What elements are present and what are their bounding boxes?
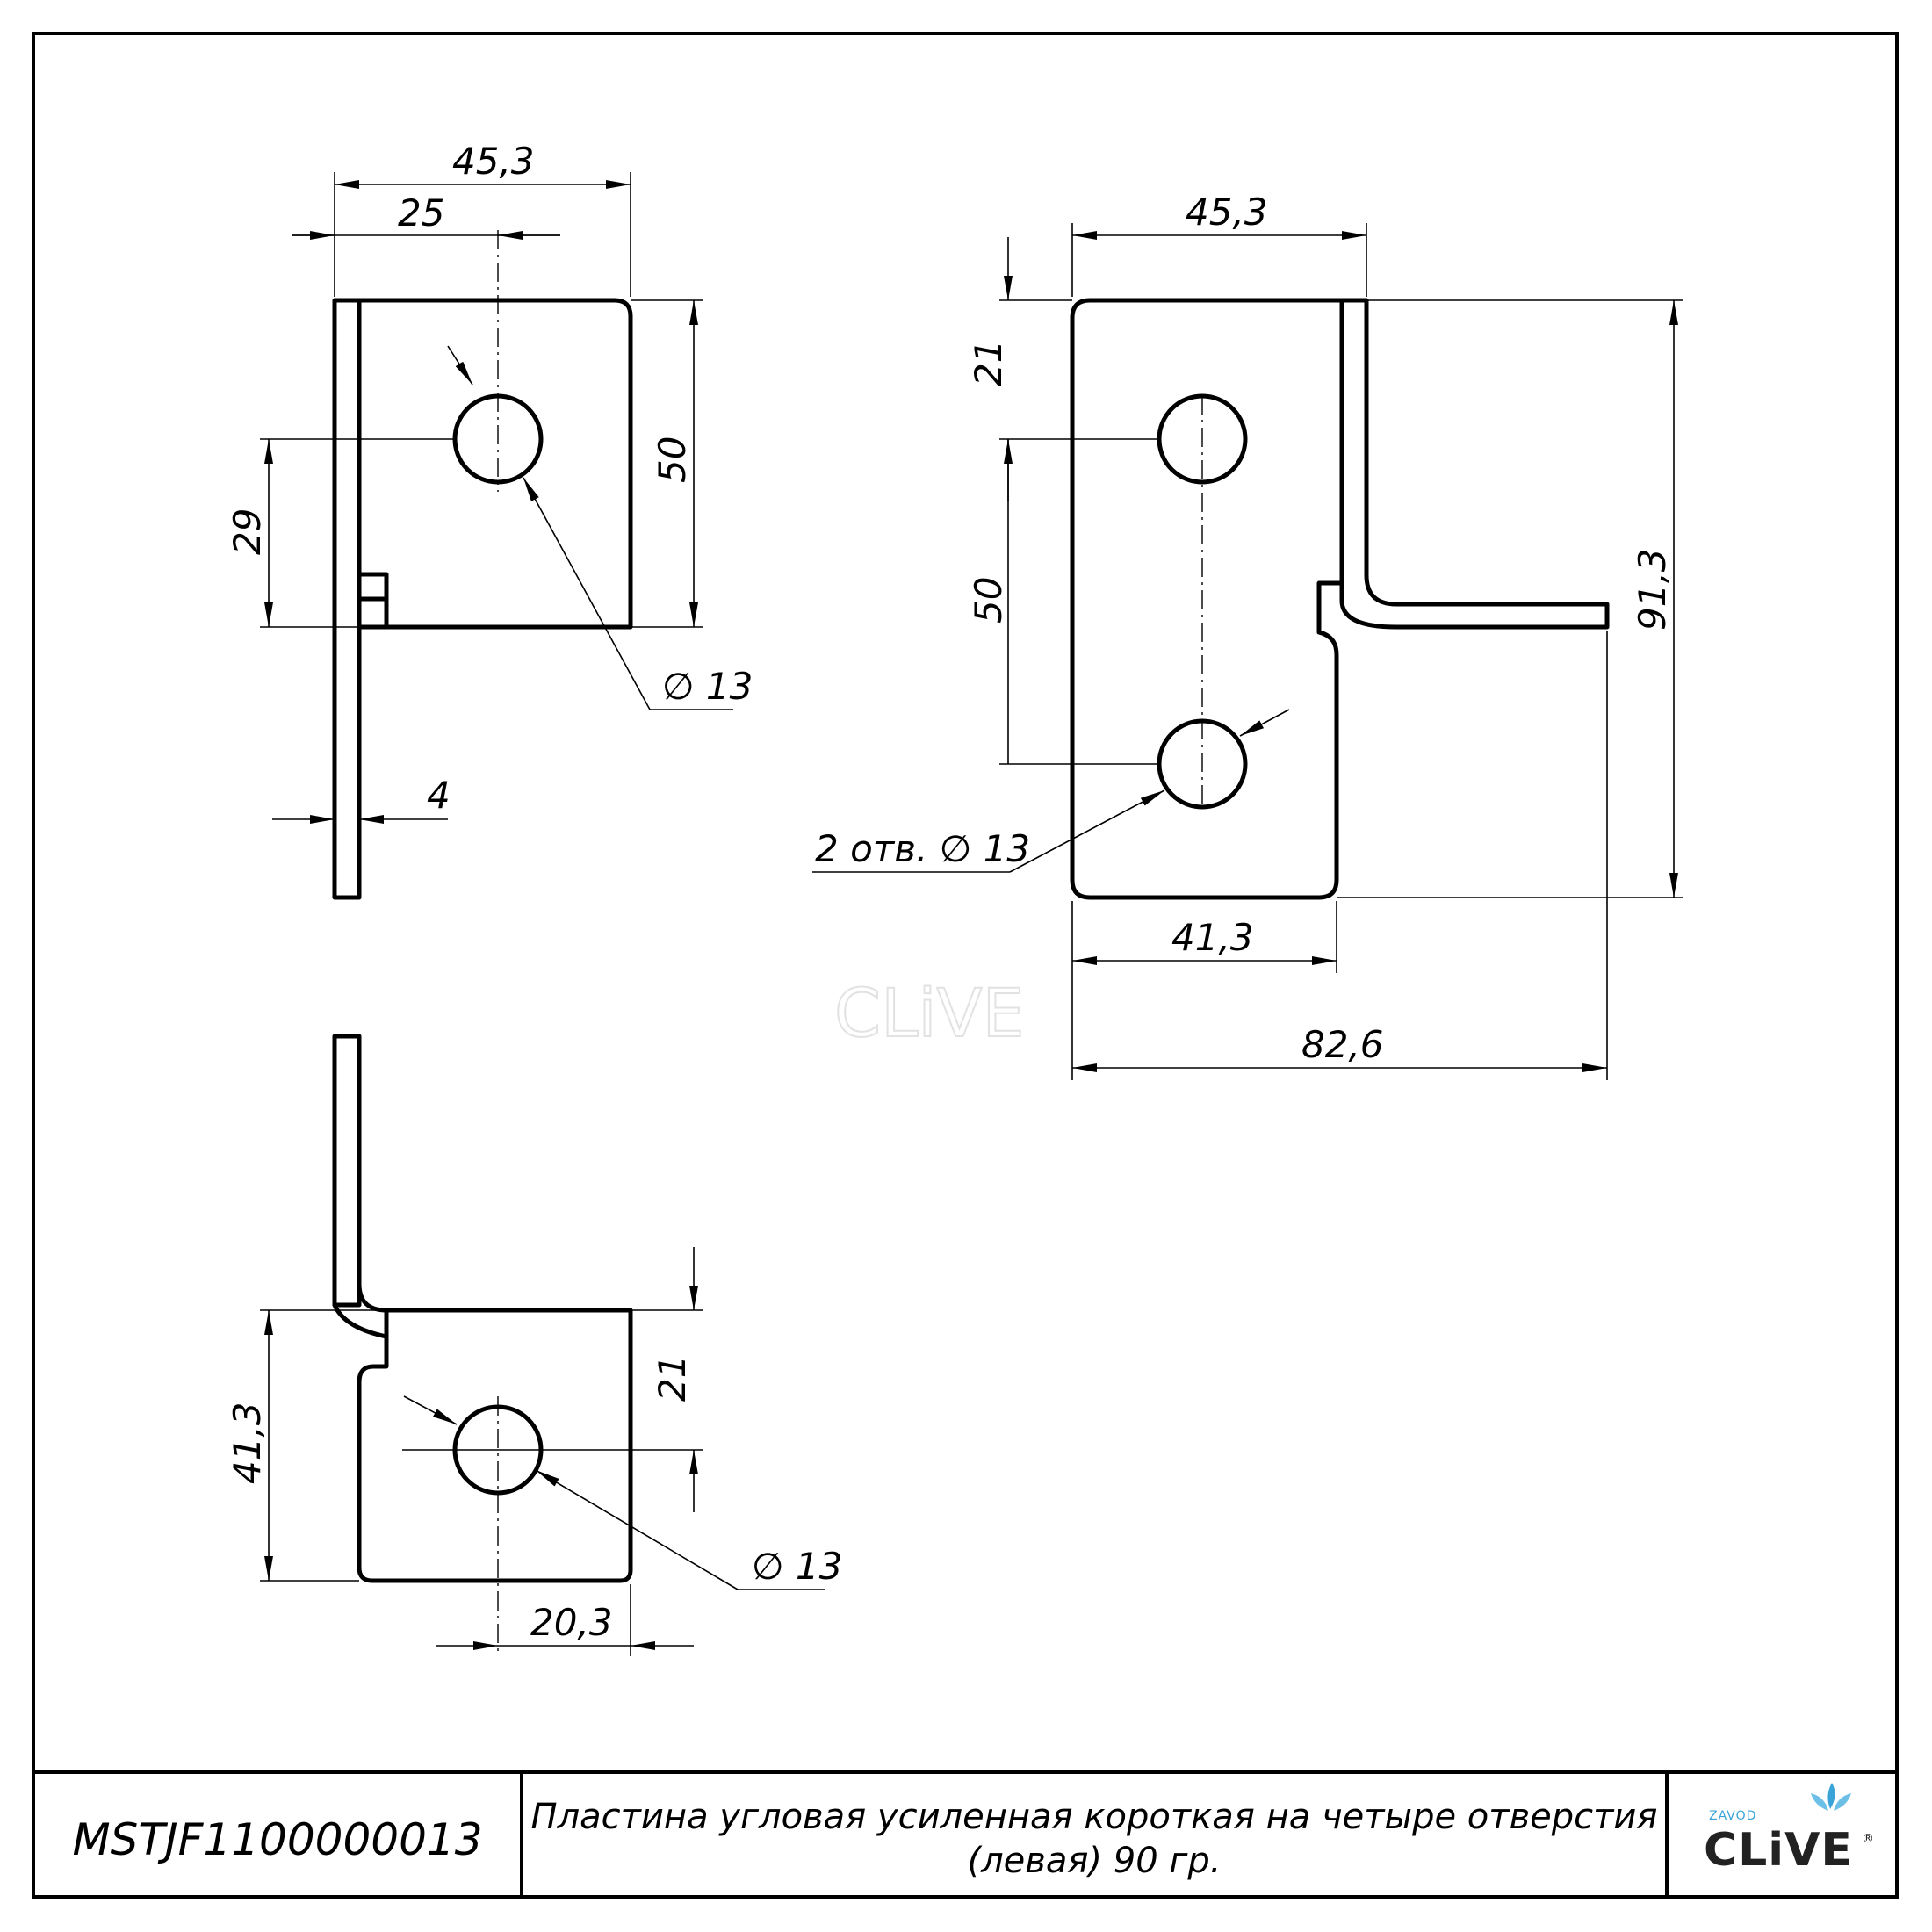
dim-height: 50 [651,436,694,483]
dim-hole-from-top: 21 [651,1355,694,1402]
view-top-left: 45,3 25 50 29 4 ∅ 13 [226,140,753,900]
dim-height: 41,3 [226,1402,269,1484]
watermark-text: CLiVE [834,974,1025,1052]
dim-width: 45,3 [1186,191,1268,234]
watermark-logo: CLiVE [833,973,1026,1053]
dim-hole-from-top: 21 [967,340,1010,386]
part-code: MSTJF1100000013 [72,1814,482,1865]
dim-hole-from-bottom: 29 [226,508,269,555]
logo-small-text: ZAVOD [1709,1809,1756,1823]
flange-outline [357,298,633,630]
dim-overall-width: 45,3 [452,140,535,183]
dim-total-height: 91,3 [1631,548,1674,631]
dim-hole-offset: 20,3 [530,1601,613,1644]
holes-diameter-callout: 2 отв. ∅ 13 [815,827,1030,870]
view-bottom-left: 41,3 21 20,3 ∅ 13 [226,1034,842,1656]
registered-mark: ® [1862,1832,1874,1846]
part-description-line2: (левая) 90 гр. [968,1841,1222,1881]
dim-flange-width: 41,3 [1171,916,1254,959]
leg-outline [332,1034,633,1583]
logo-main-text: CLiVE [1704,1824,1853,1877]
plate-edge-vertical [332,1288,362,1308]
dim-hole-spacing: 50 [967,577,1010,624]
dim-total-width: 82,6 [1301,1023,1384,1066]
part-description-line1: Пластина угловая усиленная короткая на ч… [530,1797,1657,1837]
dim-thickness: 4 [427,774,451,817]
hole-diameter-callout: ∅ 13 [752,1545,842,1588]
company-logo: ZAVOD CLiVE ® [1704,1783,1874,1877]
plate-outline [1070,298,1610,900]
dim-hole-offset: 25 [398,191,444,234]
bend-notch [357,572,389,630]
view-top-right: 45,3 21 50 91,3 41,3 82,6 2 отв. ∅ 13 [812,191,1683,1080]
drawing-frame [32,32,1899,1899]
hole-diameter-callout: ∅ 13 [662,665,753,708]
title-block: MSTJF1100000013 Пластина угловая усиленн… [72,1783,1874,1881]
plate-edge-vertical [332,298,362,900]
leaf-mark-icon [1811,1783,1851,1811]
